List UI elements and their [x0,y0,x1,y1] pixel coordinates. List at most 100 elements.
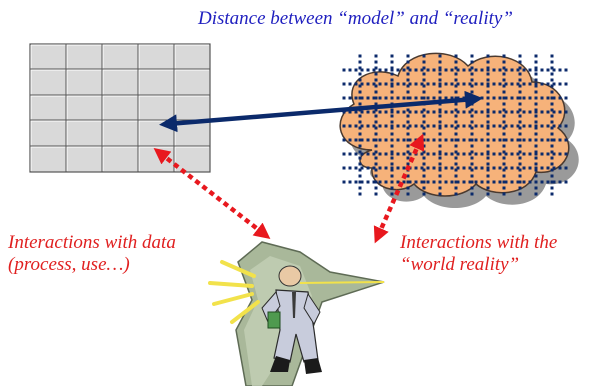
cloud-dot [422,84,426,88]
cloud-dot [550,132,554,136]
cloud-dot [374,90,378,94]
cloud-dot [438,120,442,124]
cloud-dot [504,124,508,128]
cloud-dot [518,54,522,58]
cloud-dot [498,138,502,142]
cloud-dot [522,82,526,86]
cloud-dot [518,120,522,124]
cloud-dot [474,138,478,142]
cloud-dot [522,138,526,142]
cloud-dot [558,138,562,142]
cloud-dot [518,162,522,166]
cloud-dot [534,138,538,142]
cloud-dot [564,124,568,128]
cloud-dot [384,82,388,86]
cloud-dot [468,166,472,170]
cloud-dot [534,110,538,114]
cloud-dot [378,152,382,156]
cloud-dot [390,124,394,128]
cloud-dot [406,60,410,64]
cloud-dot [438,124,442,128]
cloud-dot [462,110,466,114]
cloud-dot [406,132,410,136]
cloud-dot [414,110,418,114]
cloud-dot [450,152,454,156]
cloud-dot [420,110,424,114]
cloud-dot [360,124,364,128]
cloud-dot [510,110,514,114]
cloud-dot [366,152,370,156]
cloud-dot [470,78,474,82]
cloud-dot [502,180,506,184]
cloud-dot [456,68,460,72]
cloud-dot [408,82,412,86]
cloud-dot [470,72,474,76]
cloud-dot [550,162,554,166]
cloud-dot [546,96,550,100]
cloud-dot [420,166,424,170]
cloud-dot [486,90,490,94]
cloud-dot [450,166,454,170]
cloud-dot [366,138,370,142]
cloud-dot [348,180,352,184]
reality-cloud-icon [339,52,579,209]
cloud-dot [450,124,454,128]
cloud-dot [534,66,538,70]
cloud-dot [480,82,484,86]
cloud-dot [402,82,406,86]
cloud-dot [384,166,388,170]
cloud-dot [498,82,502,86]
cloud-dot [432,68,436,72]
cloud-dot [342,180,346,184]
cloud-dot [546,110,550,114]
cloud-dot [432,180,436,184]
cloud-dot [396,166,400,170]
cloud-dot [366,96,370,100]
cloud-dot [422,162,426,166]
cloud-dot [444,166,448,170]
cloud-dot [450,110,454,114]
reality-interactions-line-1: Interactions with the [400,232,558,253]
cloud-dot [444,82,448,86]
cloud-dot [552,152,556,156]
cloud-dot [502,138,506,142]
cloud-dot [550,156,554,160]
cloud-dot [360,96,364,100]
cloud-dot [522,110,526,114]
cloud-dot [470,84,474,88]
cloud-dot [540,152,544,156]
cloud-dot [358,54,362,58]
cloud-dot [518,132,522,136]
cloud-dot [358,150,362,154]
cloud-dot [550,120,554,124]
reality-interactions-line-2: “world reality” [400,254,520,275]
cloud-dot [550,72,554,76]
cloud-dot [384,180,388,184]
cloud-dot [438,72,442,76]
cloud-dot [486,124,490,128]
cloud-dot [378,180,382,184]
cloud-dot [406,66,410,70]
cloud-dot [498,110,502,114]
cloud-dot [470,138,474,142]
cloud-dot [470,180,474,184]
cloud-dot [502,186,506,190]
cloud-dot [518,72,522,76]
cloud-dot [492,166,496,170]
cloud-dot [504,152,508,156]
cloud-dot [534,68,538,72]
cloud-dot [486,78,490,82]
cloud-dot [502,168,506,172]
cloud-dot [498,180,502,184]
cloud-dot [384,124,388,128]
cloud-dot [546,166,550,170]
cloud-dot [360,180,364,184]
cloud-dot [502,108,506,112]
cloud-dot [378,68,382,72]
cloud-dot [454,144,458,148]
cloud-dot [540,68,544,72]
cloud-dot [438,166,442,170]
cloud-dot [486,110,490,114]
cloud-dot [534,60,538,64]
